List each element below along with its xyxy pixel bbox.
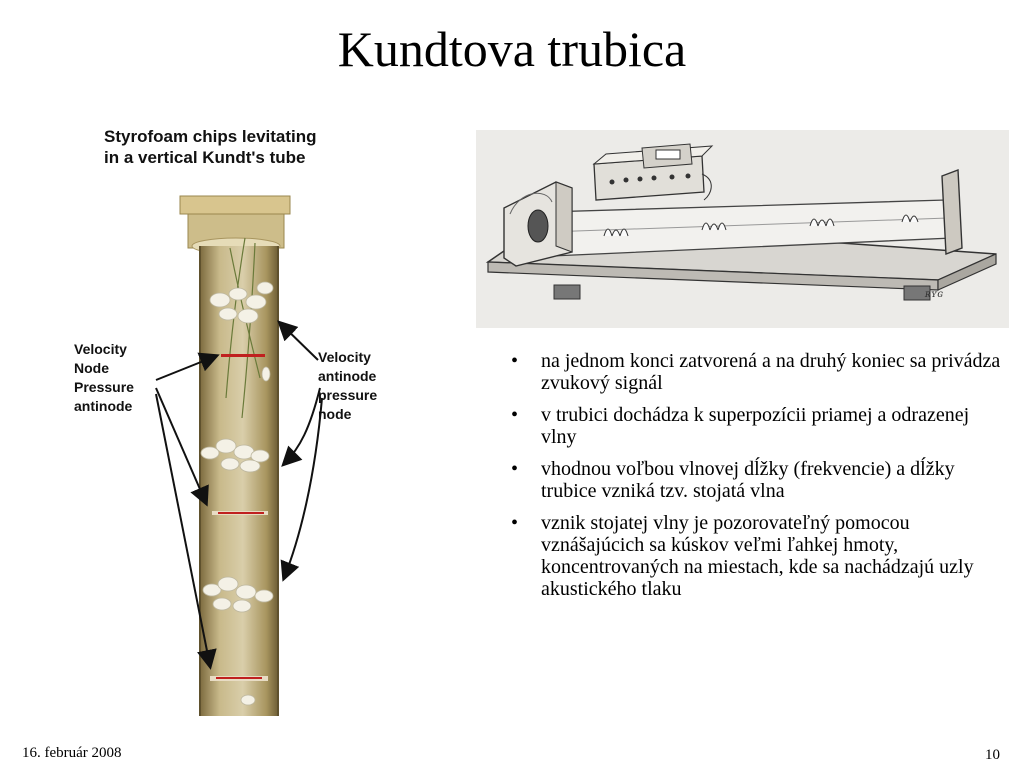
figure-caption: Styrofoam chips levitating in a vertical… (104, 126, 424, 168)
bullet-item: •na jednom konci zatvorená a na druhý ko… (511, 350, 1001, 394)
velocity-antinode-pressure-node-label: Velocity antinode pressure node (318, 349, 378, 422)
velocity-node-pressure-antinode-label: Velocity Node Pressure antinode (74, 341, 134, 414)
bullet-item: •vznik stojatej vlny je pozorovateľný po… (511, 512, 974, 600)
artist-signature: ʀʏɢ (924, 289, 943, 300)
apparatus-illustration (476, 130, 1009, 328)
page-number: 10 (985, 747, 1000, 763)
caption-line-1: Styrofoam chips levitating (104, 127, 317, 146)
caption-line-2: in a vertical Kundt's tube (104, 148, 306, 167)
bullet-item: •vhodnou voľbou vlnovej dĺžky (frekvenci… (511, 458, 955, 502)
vertical-kundt-tube-figure: Styrofoam chips levitating in a vertical… (60, 118, 410, 718)
bullet-list: •na jednom konci zatvorená a na druhý ko… (505, 350, 1005, 610)
footer-date: 16. február 2008 (22, 745, 122, 761)
bullet-item: •v trubici dochádza k superpozícii priam… (511, 404, 970, 448)
tube-illustration (155, 195, 323, 716)
horizontal-kundt-tube-sketch: ʀʏɢ (476, 130, 1009, 328)
slide-title: Kundtova trubica (337, 21, 687, 77)
